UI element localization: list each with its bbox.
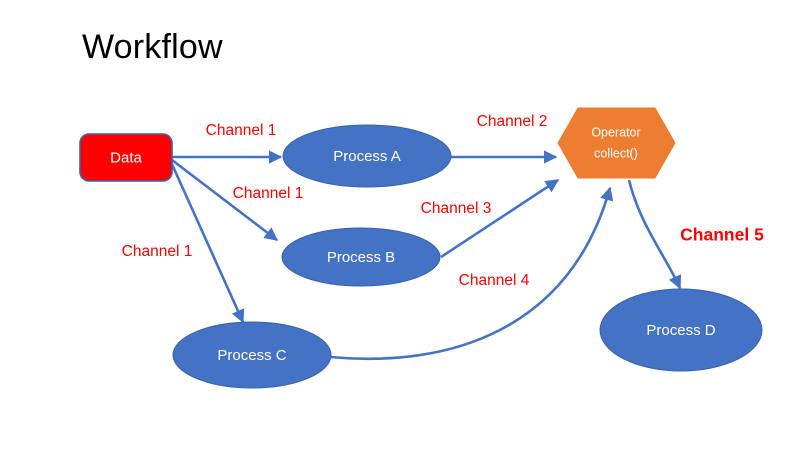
node-operator-label-line1: Operator [591, 125, 640, 139]
node-data[interactable]: Data [79, 133, 173, 182]
node-process-a-label: Process A [333, 148, 401, 165]
node-operator-label-line2: collect() [594, 146, 638, 160]
page-title: Workflow [82, 28, 223, 66]
node-process-c-label: Process C [217, 347, 286, 364]
node-operator[interactable]: Operator collect() [557, 107, 676, 179]
edge-label-channel-2: Channel 2 [477, 113, 548, 130]
node-operator-shape [557, 107, 676, 179]
edge-label-channel-1-a: Channel 1 [206, 122, 277, 139]
edge-label-channel-1-c: Channel 1 [122, 243, 193, 260]
edge-data-to-process-c [169, 161, 245, 324]
edge-label-channel-3: Channel 3 [421, 200, 492, 217]
node-process-d-label: Process D [646, 322, 715, 339]
node-process-a-shape [282, 124, 452, 188]
node-process-b[interactable]: Process B [281, 227, 441, 287]
edge-data-to-process-b [171, 158, 279, 242]
node-process-a[interactable]: Process A [282, 124, 452, 188]
node-process-c-shape [172, 321, 332, 389]
node-process-b-label: Process B [327, 249, 395, 266]
node-data-label: Data [110, 149, 142, 166]
edge-operator-to-process-d [627, 179, 682, 290]
edge-label-channel-5: Channel 5 [680, 225, 764, 245]
edge-label-channel-4: Channel 4 [459, 272, 530, 289]
edge-process-b-to-operator [440, 178, 560, 259]
edge-process-c-to-operator [330, 186, 614, 361]
node-process-c[interactable]: Process C [172, 321, 332, 389]
node-data-shape [79, 133, 173, 182]
node-process-d[interactable]: Process D [599, 288, 763, 372]
edge-label-channel-1-b: Channel 1 [233, 185, 304, 202]
node-process-b-shape [281, 227, 441, 287]
node-process-d-shape [599, 288, 763, 372]
